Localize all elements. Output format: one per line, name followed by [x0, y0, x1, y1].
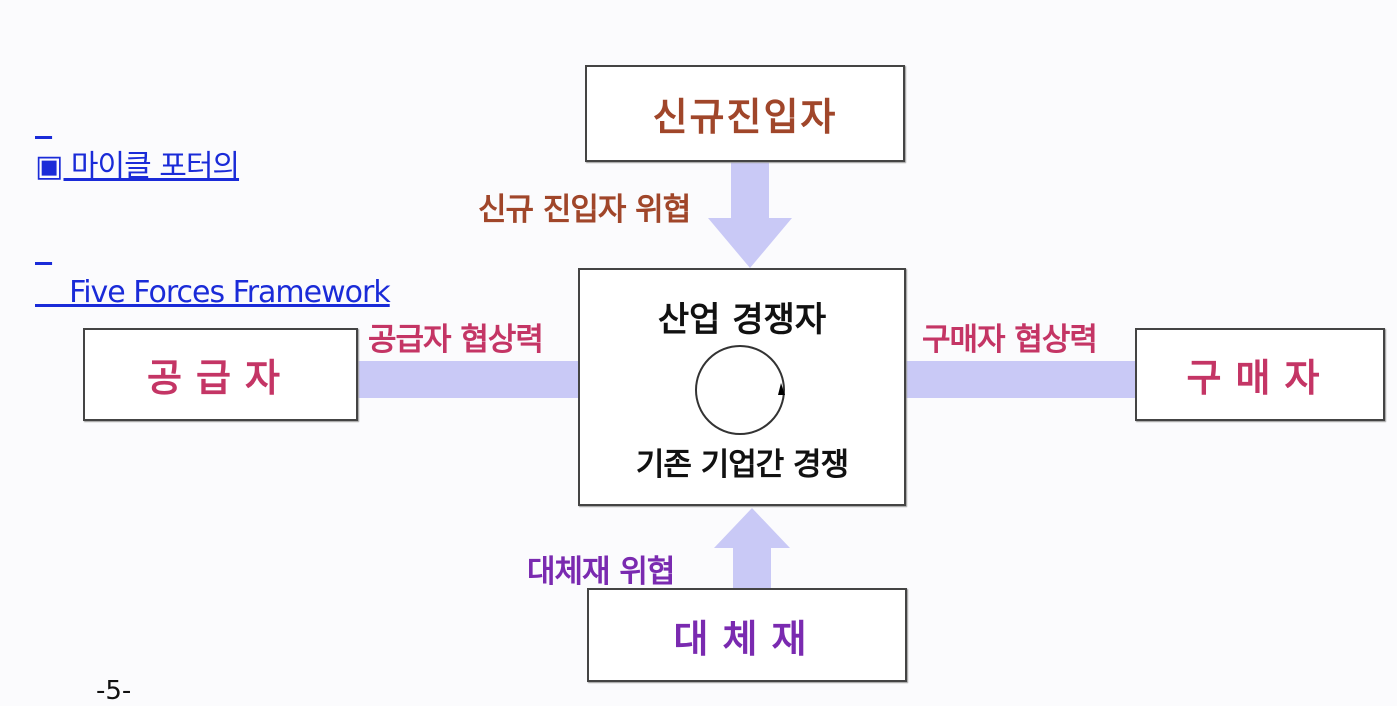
arrow-up-from-substitutes [714, 508, 790, 588]
industry-subtitle: 기존 기업간 경쟁 [635, 447, 849, 483]
industry-title: 산업 경쟁자 [657, 300, 827, 340]
threat-substitutes-label: 대체재 위협 [527, 554, 675, 590]
buyer-power-label: 구매자 협상력 [922, 322, 1098, 358]
header-line-2: Five Forces Framework [35, 275, 391, 310]
supplier-power-label: 공급자 협상력 [368, 322, 544, 358]
rivalry-cycle-icon [695, 345, 785, 435]
substitutes-box: 대체재 [587, 588, 907, 682]
arrow-left-from-buyers [858, 340, 1135, 418]
industry-competitors-box: 산업 경쟁자 기존 기업간 경쟁 [578, 268, 906, 506]
arrow-right-from-suppliers [358, 340, 622, 418]
new-entrants-box: 신규진입자 [585, 65, 905, 162]
substitutes-label: 대체재 [673, 616, 821, 661]
suppliers-box: 공급자 [83, 328, 358, 421]
suppliers-label: 공급자 [147, 356, 294, 400]
buyers-label: 구매자 [1186, 356, 1334, 400]
new-entrants-label: 신규진입자 [652, 95, 838, 139]
page-number: -5- [96, 676, 132, 706]
buyers-box: 구매자 [1135, 328, 1385, 421]
arrow-down-from-entrants [708, 162, 792, 268]
threat-new-entrants-label: 신규 진입자 위협 [478, 192, 691, 228]
header-line-1: ▣ 마이클 포터의 [35, 149, 240, 184]
header-title[interactable]: ▣ 마이클 포터의 Five Forces Framework [35, 62, 391, 356]
